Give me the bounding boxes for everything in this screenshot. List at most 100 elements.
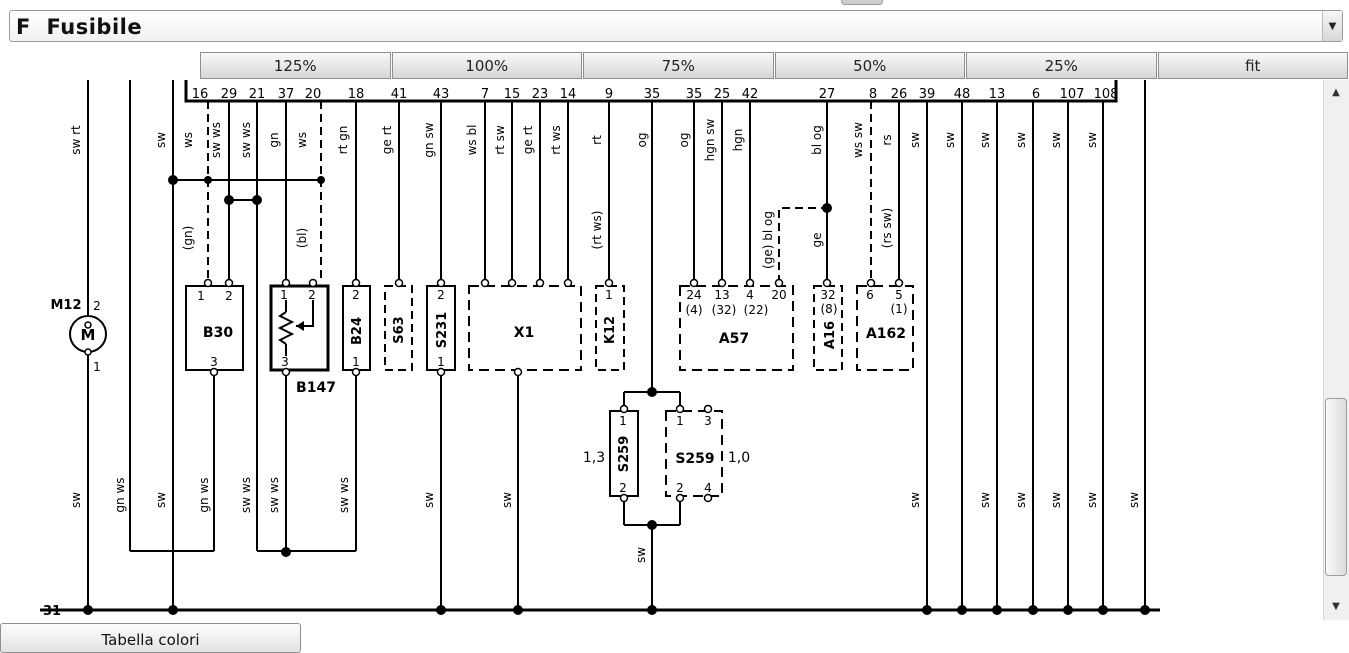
pin-label-110: 6 [866,288,874,302]
wire-label-top-31: gn [267,132,281,147]
pin-label-89: 2 [352,288,360,302]
top-pin-label-23: 6 [1032,87,1040,102]
wire-label-bottom-72: sw [1014,492,1028,508]
zoom-75-button[interactable]: 75% [583,52,774,79]
zoom-25-button[interactable]: 25% [966,52,1157,79]
component-value-s259-right-123: 1,0 [728,450,750,466]
pin-label-102: 20 [771,288,786,302]
component-label-a57-106: A57 [719,331,749,347]
wire-label-bottom-75: sw [1127,492,1141,508]
top-pin-label-2: 21 [249,87,266,102]
wire-label-bottom-60: sw [69,492,83,508]
component-label-s63-92: S63 [392,316,407,343]
wire-label-bottom-67: sw [422,492,436,508]
top-pin-label-7: 43 [433,87,450,102]
top-pin-label-11: 14 [560,87,577,102]
wire-label-top-48: sw [908,132,922,148]
component-label-s259-left-116: S259 [617,436,632,473]
pin-label-119: 3 [704,414,712,428]
wire-label-top-26: sw rt [69,125,83,155]
wire-label-top-40: rt [590,135,604,145]
pin-label-112: (1) [891,302,908,316]
pin-label-93: 2 [437,288,445,302]
wire-label-top-46: ws sw [851,122,865,158]
top-pin-label-18: 8 [869,87,877,102]
pin-label-121: 4 [704,481,712,495]
pin-label-107: 32 [820,288,835,302]
zoom-125-button[interactable]: 125% [200,52,391,79]
wire-label-top-44: hgn [731,129,745,152]
component-label-a16-109: A16 [823,321,838,349]
pin-label-82: 2 [225,289,233,303]
wire-label-mid-58: ge [810,233,824,248]
top-pin-label-6: 41 [391,87,408,102]
wire-label-mid-55: (bl) [295,228,309,248]
wire-label-top-29: sw ws [209,122,223,158]
wire-label-top-52: sw [1049,132,1063,148]
top-pin-label-4: 20 [305,87,322,102]
wire-label-bottom-70: sw [908,492,922,508]
wire-label-bottom-73: sw [1049,492,1063,508]
wire-label-bottom-63: gn ws [197,477,211,512]
zoom-fit-button[interactable]: fit [1157,52,1348,79]
scrollbar-thumb[interactable] [1325,398,1347,576]
pin-label-94: 1 [437,355,445,369]
zoom-100-button[interactable]: 100% [391,52,582,79]
pin-label-118: 1 [676,414,684,428]
pin-label-114: 1 [619,414,627,428]
pin-label-105: (22) [744,303,769,317]
component-label-s231-95: S231 [435,312,450,349]
color-table-button[interactable]: Tabella colori [0,623,301,653]
wire-label-top-50: sw [978,132,992,148]
wire-label-top-33: rt gn [336,126,350,155]
vertical-scrollbar[interactable]: ▲ ▼ [1323,80,1349,620]
wire-label-bottom-62: sw [154,492,168,508]
wire-label-top-37: rt sw [493,125,507,155]
top-pin-label-10: 23 [532,87,549,102]
pin-label-108: (8) [821,302,838,316]
wire-label-bottom-66: sw ws [337,477,351,513]
pin-label-103: (4) [686,303,703,317]
wire-label-top-42: og [677,133,691,148]
top-pin-label-13: 35 [644,87,661,102]
top-handle [841,0,883,5]
top-pin-label-15: 25 [714,87,731,102]
top-pin-label-25: 108 [1094,87,1119,102]
wire-label-top-30: sw ws [239,122,253,158]
wire-label-top-47: rs [880,134,894,145]
title-select[interactable]: F Fusibile ▼ [9,10,1343,42]
top-pin-label-3: 37 [278,87,295,102]
pin-label-99: 24 [686,288,701,302]
component-value-s259-left-117: 1,3 [583,450,605,466]
page-title: F Fusibile [16,15,143,39]
top-pin-label-14: 35 [686,87,703,102]
wire-label-bottom-74: sw [1085,492,1099,508]
top-pin-label-1: 29 [221,87,238,102]
top-pin-label-8: 7 [481,87,489,102]
wire-label-bottom-68: sw [500,492,514,508]
wire-label-top-45: bl og [810,125,824,155]
wire-label-top-43: hgn sw [703,118,717,161]
component-label-s259-right-122: S259 [675,451,714,467]
pin-label-87: 3 [281,355,289,369]
wire-label-top-35: gn sw [422,122,436,157]
wire-label-mid-56: (rt ws) [590,211,604,250]
wire-label-bottom-65: sw ws [267,477,281,513]
component-label-b30-84: B30 [203,325,233,341]
wire-label-top-38: ge rt [521,125,535,154]
wire-label-top-39: rt ws [549,125,563,155]
wire-label-top-27: sw [154,132,168,148]
component-label-m12-77: M12 [50,298,81,313]
pin-label-83: 3 [210,355,218,369]
pin-label-104: (32) [712,303,737,317]
arrow-up-icon[interactable]: ▲ [1332,86,1340,98]
wire-label-mid-57: (ge) bl og [761,211,775,269]
zoom-50-button[interactable]: 50% [774,52,965,79]
chevron-down-icon[interactable]: ▼ [1322,11,1342,41]
top-pin-label-19: 26 [891,87,908,102]
pin-label-111: 5 [895,288,903,302]
arrow-down-icon[interactable]: ▼ [1332,600,1340,612]
wire-label-bottom-69: sw [634,547,648,563]
wire-label-top-41: og [635,133,649,148]
